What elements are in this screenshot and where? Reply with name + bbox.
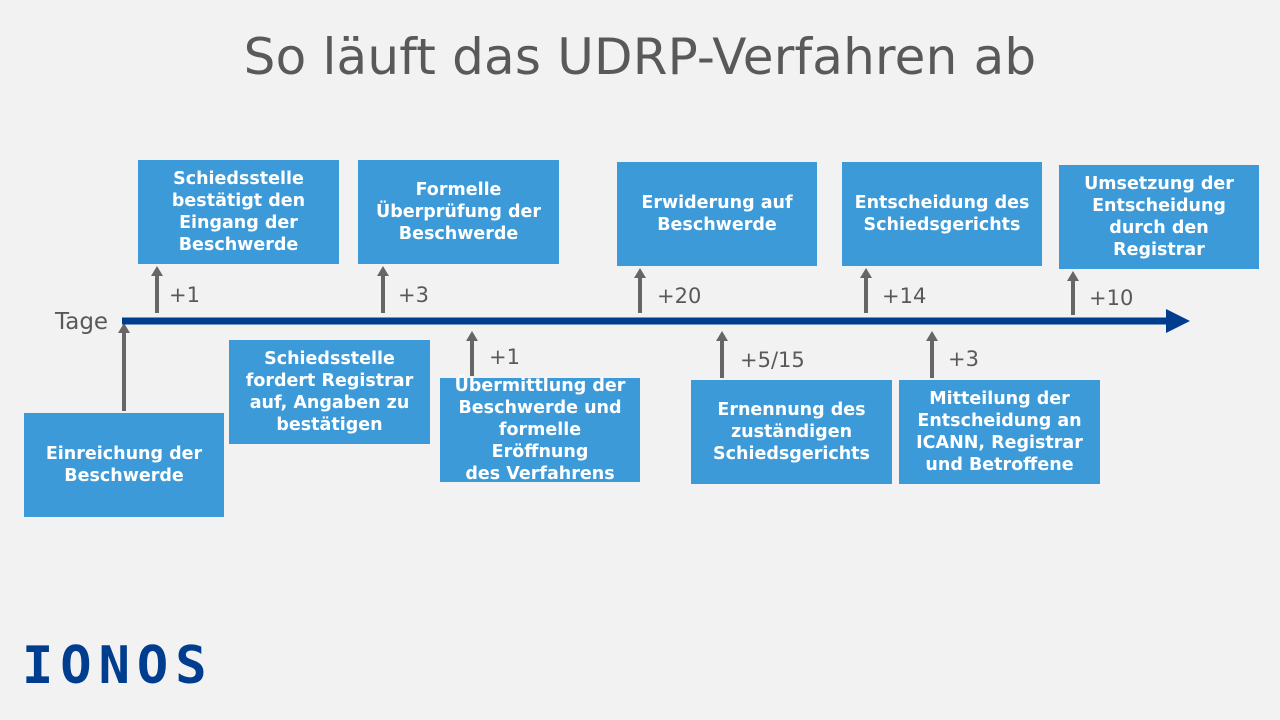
step-box-eingangsbestaetigung: Schiedsstelle bestätigt den Eingang der … <box>138 160 339 264</box>
timeline-axis <box>122 309 1190 333</box>
day-offset-label: +5/15 <box>740 348 805 372</box>
step-box-uebermittlung: Übermittlung der Beschwerde und formelle… <box>440 376 640 484</box>
day-offset-label: +14 <box>882 284 927 308</box>
step-arrow-head <box>151 266 163 276</box>
axis-label-tage: Tage <box>55 309 109 335</box>
step-arrows <box>118 266 1079 411</box>
step-arrow-head <box>377 266 389 276</box>
day-offset-label: +1 <box>169 283 200 307</box>
step-box-ernennung: Ernennung des zuständigen Schiedsgericht… <box>691 380 892 484</box>
day-offset-label: +1 <box>489 345 520 369</box>
day-offset-label: +3 <box>398 283 429 307</box>
step-box-umsetzung: Umsetzung der Entscheidung durch den Reg… <box>1059 165 1259 269</box>
step-arrow-head <box>860 268 872 278</box>
timeline-axis-arrowhead <box>1166 309 1190 333</box>
step-arrow-head <box>716 331 728 341</box>
day-offset-label: +20 <box>657 284 702 308</box>
step-arrow-head <box>1067 271 1079 281</box>
step-box-erwiderung: Erwiderung auf Beschwerde <box>617 162 817 266</box>
step-arrow-head <box>118 323 130 333</box>
step-box-entscheidung: Entscheidung des Schiedsgerichts <box>842 162 1042 266</box>
ionos-logo: IONOS <box>22 636 214 696</box>
day-offset-label: +10 <box>1089 286 1134 310</box>
step-arrow-head <box>466 331 478 341</box>
day-offset-label: +3 <box>948 347 979 371</box>
step-box-registrar-anfrage: Schiedsstelle fordert Registrar auf, Ang… <box>229 340 430 444</box>
step-box-formelle-pruefung: Formelle Überprüfung der Beschwerde <box>358 160 559 264</box>
step-arrow-head <box>926 331 938 341</box>
step-box-mitteilung: Mitteilung der Entscheidung an ICANN, Re… <box>899 380 1100 484</box>
page-title: So läuft das UDRP-Verfahren ab <box>243 28 1037 86</box>
step-box-einreichung: Einreichung der Beschwerde <box>24 413 224 517</box>
step-arrow-head <box>634 268 646 278</box>
